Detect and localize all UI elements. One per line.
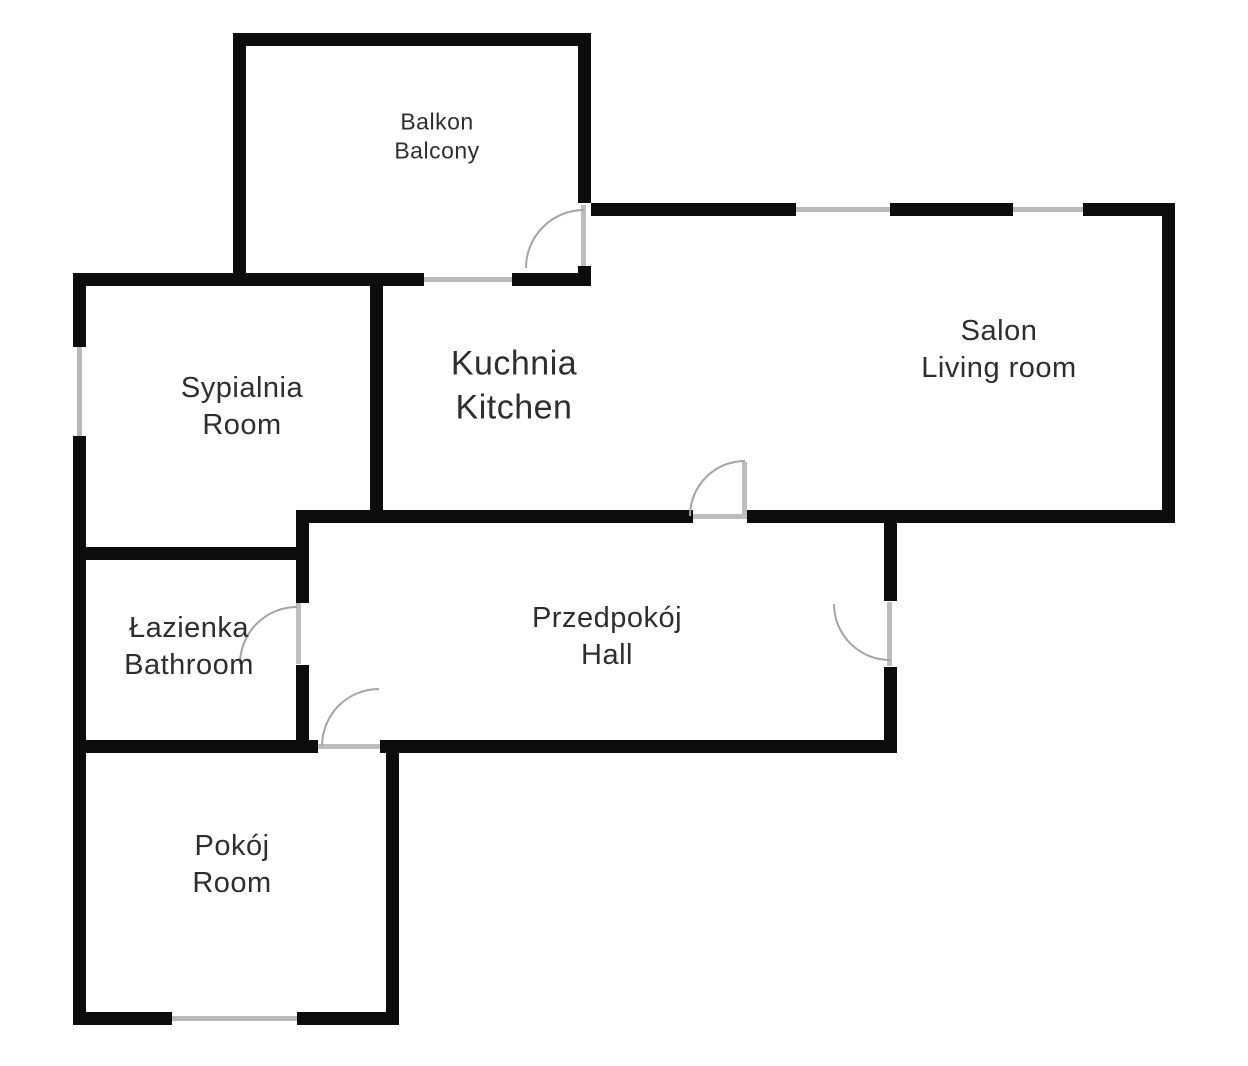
room-label-balkon: Balkon Balcony (394, 108, 479, 167)
wall (233, 33, 246, 286)
door-swing-arc (321, 688, 380, 747)
room-name-en: Balcony (394, 138, 480, 164)
door-swing-arc (689, 460, 746, 517)
door-swing-arc (525, 209, 585, 269)
wall (578, 33, 591, 203)
window-glass (77, 347, 82, 436)
room-name-en: Room (202, 409, 282, 441)
room-name-en: Kitchen (455, 388, 573, 426)
door-leaf (742, 462, 747, 515)
room-name-en: Room (192, 867, 272, 899)
door-swing-arc (833, 603, 891, 661)
wall (73, 740, 897, 753)
room-label-przedpokoj: Przedpokój Hall (532, 600, 682, 674)
wall (73, 273, 86, 1025)
door-swing-arc (239, 606, 298, 665)
wall (1162, 203, 1175, 523)
room-name-pl: Pokój (194, 829, 270, 862)
room-name-pl: Balkon (400, 108, 474, 135)
room-name-pl: Przedpokój (531, 601, 683, 634)
door-threshold (693, 514, 747, 519)
door-leaf (296, 603, 301, 664)
window-glass (796, 207, 890, 212)
window-glass (424, 277, 512, 282)
door-leaf (581, 205, 586, 266)
room-label-sypialnia: Sypialnia Room (181, 370, 303, 444)
room-name-en: Bathroom (124, 649, 254, 681)
wall (578, 266, 591, 286)
room-label-kuchnia: Kuchnia Kitchen (451, 342, 577, 429)
room-label-lazienka: Łazienka Bathroom (124, 610, 254, 684)
wall (370, 273, 383, 513)
wall (233, 33, 591, 46)
room-label-pokoj: Pokój Room (192, 828, 271, 902)
door-threshold (318, 744, 380, 749)
window-glass (1013, 207, 1083, 212)
wall (73, 547, 309, 560)
room-label-salon: Salon Living room (921, 313, 1076, 387)
wall (386, 740, 399, 1025)
room-name-en: Living room (921, 352, 1077, 384)
room-name-en: Hall (581, 639, 633, 671)
room-name-pl: Sypialnia (180, 371, 304, 404)
room-name-pl: Salon (960, 314, 1038, 347)
room-name-pl: Kuchnia (450, 344, 578, 383)
wall (73, 273, 591, 286)
door-leaf (887, 602, 892, 666)
room-name-pl: Łazienka (128, 611, 250, 644)
window-glass (172, 1016, 297, 1021)
